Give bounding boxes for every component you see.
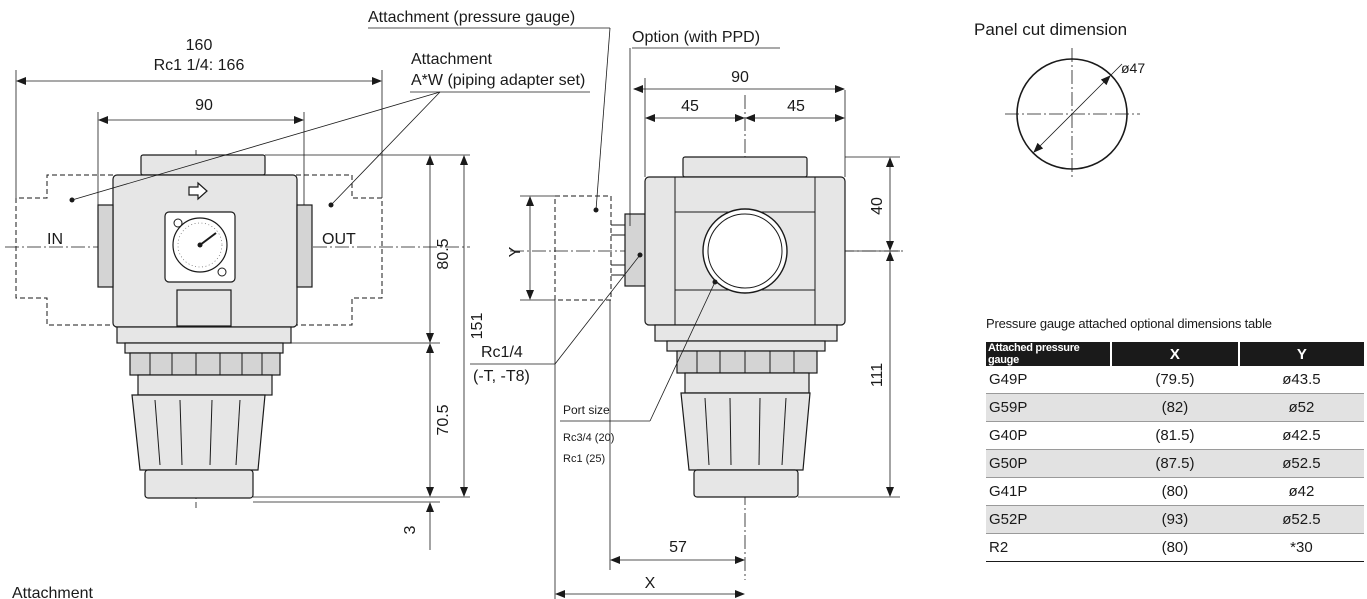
table-row: G52P (93) ø52.5 [986,505,1364,534]
dim-total-height: 151 [469,313,486,340]
table-header-row: Attached pressure gauge X Y [986,342,1364,366]
cell-y: ø52.5 [1238,449,1364,478]
cell-y: ø43.5 [1238,366,1364,394]
side-dim-top: 40 [869,197,886,215]
label-attachment-gauge: Attachment (pressure gauge) [368,9,575,26]
adapter-out-outline [296,174,383,326]
cell-x: (79.5) [1111,366,1239,394]
header-x: X [1111,342,1240,366]
cell-x: (82) [1111,393,1239,422]
label-in: IN [47,231,63,248]
dim-upper-height: 80.5 [435,238,452,269]
dim-bottom: 3 [402,525,419,534]
side-dim-x: X [645,575,656,592]
cell-name: R2 [986,533,1111,562]
table-row: R2 (80) *30 [986,533,1364,562]
side-view: 90 45 45 Attachment (pressure gauge) Opt… [368,9,905,599]
cell-name: G59P [986,393,1111,422]
table-caption: Pressure gauge attached optional dimensi… [986,316,1272,331]
gauge-attachment-outline [554,195,612,301]
table-row: G41P (80) ø42 [986,477,1364,506]
side-dim-y: Y [507,246,524,257]
side-dim-half-left: 45 [681,98,699,115]
side-dim-total-width: 90 [731,69,749,86]
cell-y: ø52 [1238,393,1364,422]
table-row: G49P (79.5) ø43.5 [986,366,1364,394]
cell-x: (93) [1111,505,1239,534]
cell-y: *30 [1238,533,1364,562]
dim-total-width: 160 [186,37,213,54]
cell-y: ø42 [1238,477,1364,506]
adjust-knob [131,394,266,471]
label-port-2: Rc1 (25) [563,453,605,465]
gauge-dimensions-table: Attached pressure gauge X Y G49P (79.5) … [986,342,1364,562]
label-option: Option (with PPD) [632,29,760,46]
cell-x: (87.5) [1111,449,1239,478]
label-port-1: Rc3/4 (20) [563,432,614,444]
cell-name: G40P [986,421,1111,450]
cell-name: G52P [986,505,1111,534]
cell-name: G50P [986,449,1111,478]
header-attached-gauge: Attached pressure gauge [986,342,1112,366]
side-dim-lower: 111 [869,363,886,387]
cell-x: (80) [1111,533,1239,562]
table-row: G40P (81.5) ø42.5 [986,421,1364,450]
cell-x: (81.5) [1111,421,1239,450]
label-attachment: Attachment [411,51,492,68]
dim-total-width-alt: Rc1 1/4: 166 [154,57,245,74]
dim-body-width: 90 [195,97,213,114]
panel-cut-diameter: ø47 [1121,60,1145,76]
port-circle-icon [702,208,788,294]
front-view: 160 Rc1 1/4: 166 90 Attachment A*W (pipi… [5,37,590,599]
panel-cut-view: ø47 [1005,48,1145,180]
cell-y: ø52.5 [1238,505,1364,534]
cell-x: (80) [1111,477,1239,506]
flow-arrow-icon [188,181,208,201]
cell-name: G41P [986,477,1111,506]
adapter-in-outline [15,174,113,326]
label-attachment-sub: A*W (piping adapter set) [411,72,585,89]
table-row: G59P (82) ø52 [986,393,1364,422]
label-rc14: Rc1/4 [481,344,523,361]
label-out: OUT [322,231,356,248]
label-attachment-bottom: Attachment [12,585,93,599]
cell-y: ø42.5 [1238,421,1364,450]
label-port-size: Port size [563,403,610,417]
label-rc14-sub: (-T, -T8) [473,368,530,385]
dim-lower-height: 70.5 [435,404,452,435]
header-y: Y [1238,342,1364,366]
side-dim-half-right: 45 [787,98,805,115]
table-row: G50P (87.5) ø52.5 [986,449,1364,478]
cell-name: G49P [986,366,1111,394]
side-dim-57: 57 [669,539,687,556]
panel-cut-title: Panel cut dimension [974,20,1128,39]
